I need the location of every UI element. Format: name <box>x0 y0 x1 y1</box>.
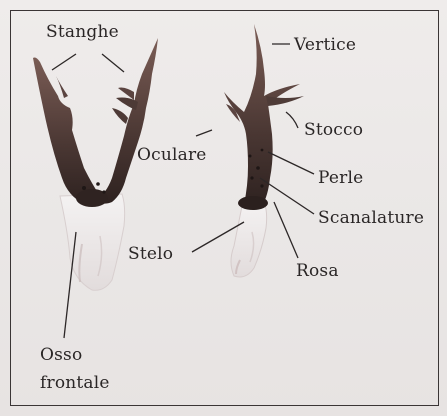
label-osso-frontale-line2: frontale <box>40 375 110 392</box>
label-oculare: Oculare <box>137 147 207 164</box>
leader-scanalature <box>260 178 314 214</box>
label-rosa: Rosa <box>296 263 339 280</box>
label-osso-frontale-line1: Osso <box>40 347 82 364</box>
pedicle <box>231 202 267 277</box>
label-stanghe: Stanghe <box>46 24 119 41</box>
leader-oculare <box>196 130 212 136</box>
leader-stanghe-left <box>52 54 76 70</box>
leader-stanghe-right <box>102 54 124 72</box>
leader-perle <box>268 152 314 174</box>
leader-rosa <box>274 202 298 258</box>
label-scanalature: Scanalature <box>318 210 424 227</box>
label-vertice: Vertice <box>294 37 356 54</box>
label-perle: Perle <box>318 170 363 187</box>
label-stelo: Stelo <box>128 246 173 263</box>
left-antler-beam <box>33 58 100 205</box>
label-stocco: Stocco <box>304 122 363 139</box>
frontal-bone <box>60 194 125 290</box>
leader-stocco <box>286 112 298 128</box>
